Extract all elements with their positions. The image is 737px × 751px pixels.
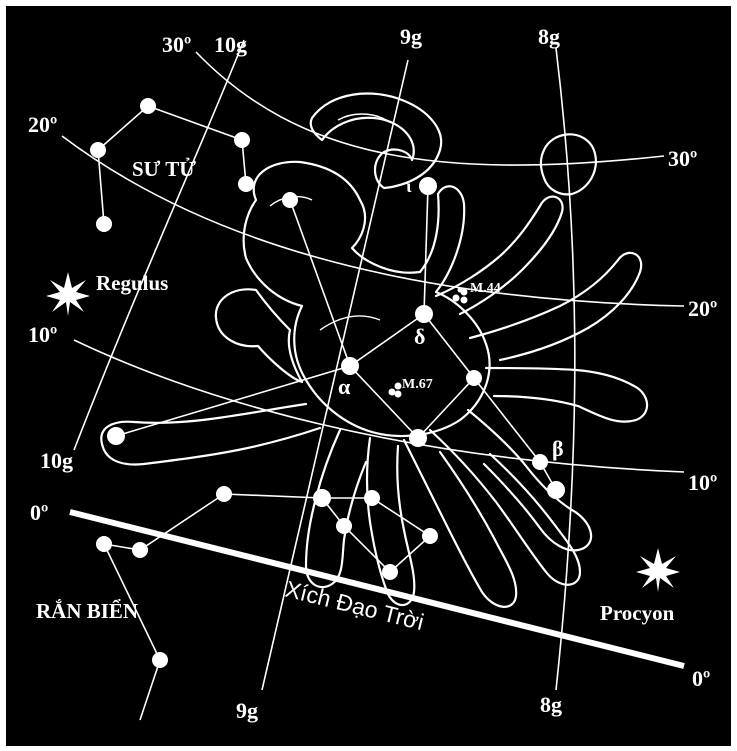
star-hydra-9 — [152, 652, 168, 668]
cluster-label-m44: M.44 — [470, 281, 501, 296]
star-hydra-5 — [422, 528, 438, 544]
star-leo-5 — [96, 216, 112, 232]
star-delta-cancri — [415, 305, 433, 323]
star-leo-1 — [90, 142, 106, 158]
star-alpha-cancri — [341, 357, 359, 375]
ra-label-top-9h: 9g — [400, 24, 422, 49]
ra-label-bottom-8h: 8g — [540, 692, 562, 717]
star-cancer-2 — [409, 429, 427, 447]
greek-label-alpha: α — [338, 374, 351, 399]
star-iota-cancri — [419, 177, 437, 195]
star-label-regulus: Regulus — [96, 271, 168, 295]
ra-label-left-10h: 10g — [40, 448, 73, 473]
star-beta-cancri — [532, 454, 548, 470]
dec-label-right-10: 10º — [688, 470, 717, 495]
dec-label-left-10: 10º — [28, 322, 57, 347]
dec-label-right-20: 20º — [688, 296, 717, 321]
dec-label-left-0: 0º — [30, 500, 48, 525]
star-hydra-6 — [382, 564, 398, 580]
dec-label-left-30: 30º — [162, 32, 191, 57]
dec-label-right-30: 30º — [668, 146, 697, 171]
star-hydra-7 — [96, 536, 112, 552]
star-label-procyon: Procyon — [600, 601, 675, 625]
star-leo-4 — [238, 176, 254, 192]
ra-label-top-10h: 10g — [214, 32, 247, 57]
ra-label-top-8h: 8g — [538, 24, 560, 49]
dec-label-left-20: 20º — [28, 112, 57, 137]
dec-label-right-0: 0º — [692, 666, 710, 691]
star-cancer-1 — [282, 192, 298, 208]
constellation-label-hydra: RẮN BIỂN — [36, 599, 138, 623]
star-hydra-3 — [364, 490, 380, 506]
star-hydra-8 — [132, 542, 148, 558]
greek-label-beta: β — [552, 436, 564, 461]
star-gamma-cancri — [466, 370, 482, 386]
star-leo-2 — [140, 98, 156, 114]
star-leo-3 — [234, 132, 250, 148]
star-hydra-4 — [336, 518, 352, 534]
star-hydra-2 — [313, 489, 331, 507]
greek-label-iota: ι — [406, 176, 412, 196]
star-cancer-3 — [547, 481, 565, 499]
star-cancer-4 — [107, 427, 125, 445]
star-hydra-1 — [216, 486, 232, 502]
cluster-label-m67: M.67 — [402, 377, 433, 392]
ra-label-bottom-9h: 9g — [236, 698, 258, 723]
greek-label-delta: δ — [414, 324, 425, 349]
constellation-label-leo: SƯ TỬ — [132, 157, 196, 181]
